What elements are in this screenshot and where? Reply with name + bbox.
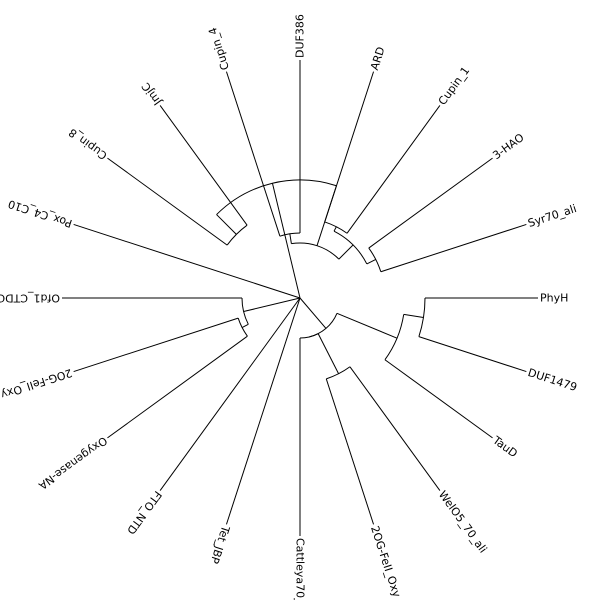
branch-line (316, 185, 337, 246)
leaf-label: Cupin_1 (436, 64, 472, 107)
branch-line (346, 105, 441, 234)
branch-line (317, 333, 340, 374)
root-branch-line (243, 297, 301, 313)
leaf-label: Syr70_ali (526, 202, 578, 230)
leaf-label: 2OG-FeII_Oxy (0, 366, 74, 401)
tree-leaf-labels: PhyHDUF1479TauDWelO5_70_ali2OG-FeII_OxyC… (0, 14, 579, 600)
branch-line (336, 312, 398, 339)
leaf-label: Pox_C4_C10 (6, 197, 73, 230)
root-branch-line (159, 297, 301, 491)
branch-line (289, 233, 292, 244)
branch-line (403, 313, 424, 319)
leaf-label: PhyH (540, 292, 568, 305)
leaf-label: DUF386 (294, 14, 307, 58)
branch-line (73, 317, 239, 373)
branch-line (380, 223, 527, 273)
leaf-label: 2OG-FeII_Oxy (368, 524, 403, 599)
branch-arc (291, 242, 340, 260)
branch-line (338, 244, 354, 260)
leaf-label: Cupin_4 (206, 26, 232, 72)
leaf-label: Cupin_8 (66, 126, 109, 162)
branch-line (325, 378, 375, 525)
leaf-label: Cattleya70_ (294, 538, 307, 600)
leaf-label: 3-HAO (490, 131, 526, 162)
branch-line (349, 366, 441, 491)
branch-line (384, 359, 493, 439)
branch-line (366, 258, 376, 265)
branch-line (216, 214, 237, 235)
leaf-label: WelO5_70_ali (436, 488, 490, 555)
branch-line (418, 336, 527, 373)
branch-line (368, 157, 493, 249)
branch-line (107, 157, 228, 246)
branch-line (333, 226, 337, 232)
root-branch-line (271, 183, 301, 299)
branch-line (159, 105, 248, 226)
leaf-label: Ofd1_CTDC (0, 292, 60, 305)
branch-line (225, 71, 281, 237)
root-branch-line (73, 223, 301, 299)
branch-line (107, 335, 248, 439)
leaf-label: DUF1479 (526, 366, 578, 394)
branch-arc (299, 333, 319, 339)
root-branch-line (225, 297, 301, 525)
branch-arc (384, 314, 405, 361)
tree-branches (62, 60, 538, 536)
leaf-label: ARD (368, 45, 388, 72)
branch-arc (216, 179, 337, 215)
root-branch-line (299, 297, 327, 329)
leaf-label: Oxygenase-NA (36, 434, 110, 493)
leaf-label: FTO_NTD (124, 488, 164, 536)
leaf-label: Tet_JBP (208, 523, 233, 565)
leaf-label: JmjC (139, 80, 165, 109)
leaf-label: TauD (490, 433, 520, 460)
branch-line (241, 323, 249, 328)
